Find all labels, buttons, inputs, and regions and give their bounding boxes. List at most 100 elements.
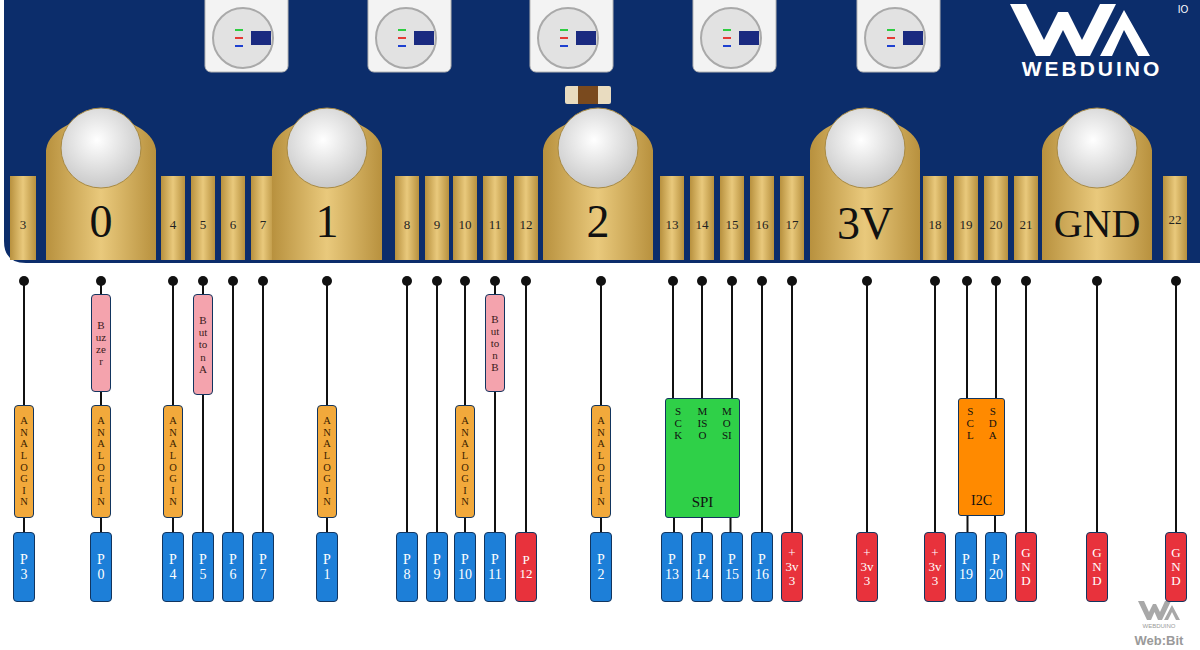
signal-name: MISO [697,405,708,441]
spi-bus-box: SCKMISOMOSI SPI [665,398,740,518]
pin-label-text: P13 [665,552,679,583]
pin-label-text: P14 [695,552,709,583]
pin-label: P20 [985,532,1007,602]
power-pin-label: +3v3 [924,532,946,602]
pad-number: 17 [786,218,799,232]
function-tag: Button A [193,294,213,395]
pin-connector [674,518,675,532]
smd-resistor [565,86,611,104]
pin-label-text: P6 [226,552,240,583]
function-tag: Buzzer [91,294,111,392]
connector-line [23,518,25,532]
pad-number: 18 [929,218,942,232]
power-pin-label: GND [1165,532,1187,602]
pin-label: P6 [222,532,244,602]
pad-number: 0 [90,197,113,248]
pin-connector [730,518,731,532]
pin-label: P1 [316,532,338,602]
pin-label-text: P5 [196,552,210,583]
pad-number: 20 [990,218,1003,232]
pad-number: GND [1054,202,1141,246]
pin-label-text: P15 [725,552,739,583]
connector-line [730,518,732,532]
pin-connector [995,516,996,532]
analog-tag: ANALOG IN [591,405,611,518]
pad-number: 16 [756,218,769,232]
i2c-bus-box: SCLSDAI2C [958,398,1005,516]
pin-connector [24,518,25,532]
analog-tag-text: ANALOG IN [460,415,471,507]
power-pin-label: GND [1086,532,1108,602]
pad-number: 5 [200,218,207,232]
power-pin-label-text: GND [1020,546,1033,589]
pad-number: 2 [587,197,610,248]
pad-number: 6 [230,218,237,232]
connector-line [202,395,204,532]
signal-name: SCL [965,405,976,441]
pad-number: 15 [726,218,739,232]
analog-tag: ANALOG IN [455,405,475,518]
pin-label-text: P16 [755,552,769,583]
pad-number: 3 [20,218,27,232]
bus-signal-row: SCL SDA [959,399,1004,441]
pin-label: P7 [252,532,274,602]
connector-line [994,516,996,532]
pin-label-text: P20 [989,552,1003,583]
power-pin-label-text: +3v3 [861,546,874,589]
analog-tag: ANALOG IN [91,405,111,518]
pin-connector [702,518,703,532]
pin-connector [101,392,102,405]
pad-number: 14 [696,218,709,232]
pin-connector [173,518,174,532]
watermark-logo [1138,601,1180,620]
pad-number: 13 [666,218,679,232]
connector-line [100,518,102,532]
pin-connector [101,518,102,532]
pad-number: 7 [260,218,267,232]
pad-number: 10 [459,218,472,232]
pin-label-text: P1 [320,552,334,583]
power-pin-label-text: GND [1170,546,1183,589]
pad-number: 9 [434,218,441,232]
connector-line [600,518,602,532]
pin-label: P13 [661,532,683,602]
analog-tag: ANALOG IN [163,405,183,518]
power-pin-label-text: GND [1091,546,1104,589]
pad-number: 8 [404,218,411,232]
watermark: WEBDUINO [1143,623,1176,630]
pad-number: 19 [960,218,973,232]
function-tag: Button B [485,294,505,392]
brand-name: WEBDUINO [1022,57,1163,80]
pin-label: P11 [484,532,506,602]
pad-holes [61,108,1137,188]
pin-connector [967,516,968,532]
pin-connector [495,392,496,532]
signal-name: SDA [987,405,998,441]
pad-number: 12 [520,218,533,232]
pad-number: 22 [1169,213,1182,227]
analog-tag: ANALOG IN [14,405,34,518]
pin-label: P10 [454,532,476,602]
function-tag-text: Button B [490,313,501,373]
pin-connector [203,395,204,532]
bus-name: SPI [666,494,739,511]
pad-number: 21 [1020,218,1033,232]
power-pin-label-text: P12 [520,553,533,582]
power-pin-label: P12 [515,532,537,602]
function-tag-text: Button A [198,314,209,374]
pin-label-text: P4 [166,552,180,583]
pin-label-text: P2 [594,552,608,583]
pin-label: P8 [396,532,418,602]
connector-line [494,392,496,532]
connector-line [673,518,675,532]
analog-tag: ANALOG IN [317,405,337,518]
pin-label-text: P8 [400,552,414,583]
pin-label-text: P7 [256,552,270,583]
leader-lines [24,281,1176,532]
pin-label-text: P11 [488,552,502,583]
pin-connector [327,518,328,532]
pin-label: P9 [426,532,448,602]
pin-dots [19,276,1181,286]
bus-signal-row: SCKMISOMOSI [666,399,739,441]
